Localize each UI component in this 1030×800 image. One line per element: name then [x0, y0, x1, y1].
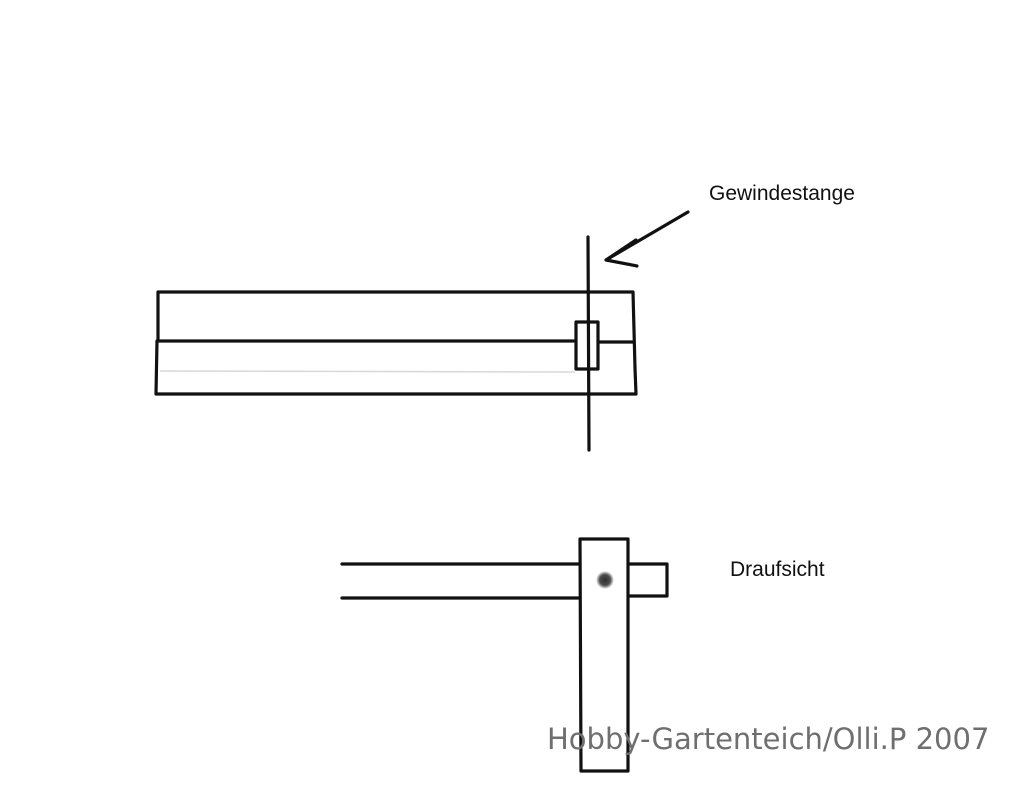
side-view-lower-board [154, 339, 638, 396]
side-view-upper-board [156, 290, 637, 370]
rod-hole-dot [596, 571, 614, 589]
side-view [154, 210, 690, 452]
threaded-rod-label: Gewindestange [709, 182, 855, 205]
side-view-bracket [574, 320, 600, 371]
threaded-rod-line [586, 235, 591, 452]
arrow-to-threaded-rod [604, 210, 690, 268]
top-view [340, 537, 669, 773]
side-view-board-seam [159, 370, 576, 373]
watermark-text: Hobby-Gartenteich/Olli.P 2007 [547, 722, 990, 756]
top-view-label: Draufsicht [730, 558, 825, 581]
top-view-stub [626, 562, 669, 598]
top-view-post [578, 537, 630, 773]
